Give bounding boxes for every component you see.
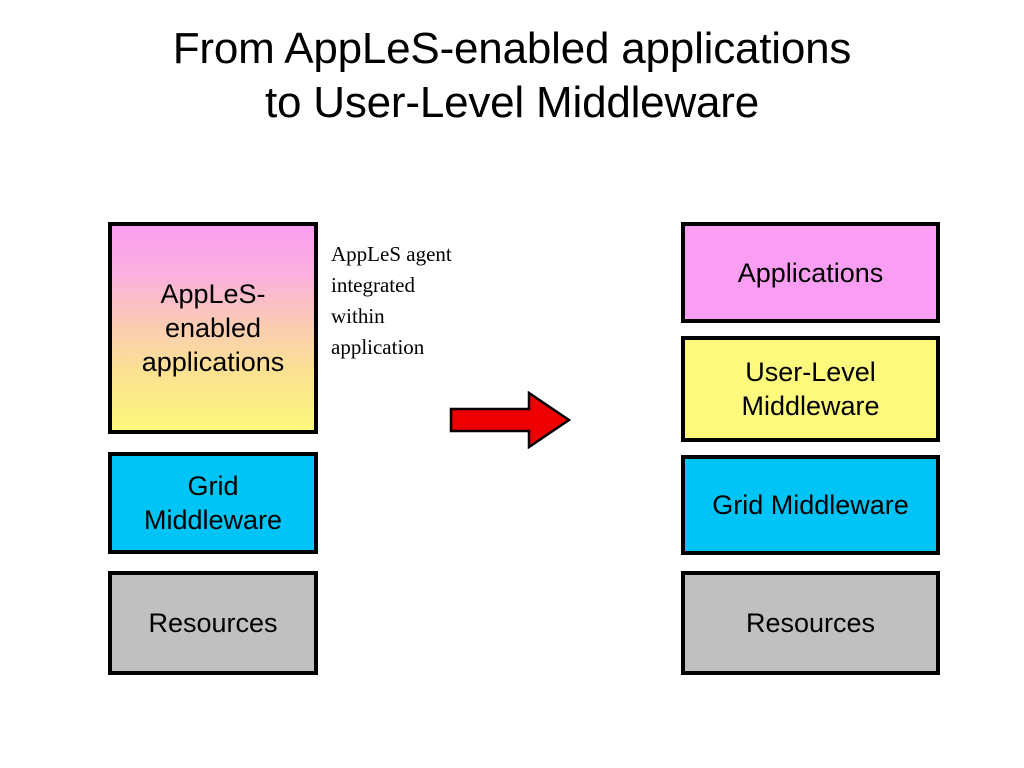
box-label-line-2: enabled bbox=[164, 313, 262, 343]
box-resources-left: Resources bbox=[108, 571, 318, 675]
box-user-level-middleware: User-Level Middleware bbox=[681, 336, 940, 442]
annotation-line-4: application bbox=[331, 335, 425, 359]
box-label-line-1: Grid bbox=[187, 471, 239, 501]
box-label: Grid Middleware bbox=[140, 469, 286, 537]
annotation-apples-agent: AppLeS agent integrated within applicati… bbox=[331, 239, 509, 363]
box-label: Grid Middleware bbox=[712, 490, 909, 520]
box-label-line-2: Middleware bbox=[143, 505, 283, 535]
page-title-line-1: From AppLeS-enabled applications bbox=[172, 24, 852, 73]
box-apples-enabled-applications: AppLeS- enabled applications bbox=[108, 222, 318, 434]
box-applications: Applications bbox=[681, 222, 940, 323]
page-title: From AppLeS-enabled applications to User… bbox=[0, 22, 1024, 130]
box-label-line-2: Middleware bbox=[741, 391, 880, 421]
annotation-line-2: integrated bbox=[331, 273, 415, 297]
box-label: Resources bbox=[745, 608, 876, 638]
box-label: AppLeS- enabled applications bbox=[138, 277, 289, 379]
box-label: Resources bbox=[148, 608, 278, 638]
box-label-line-3: applications bbox=[141, 347, 285, 377]
box-label: Applications bbox=[737, 257, 884, 288]
box-resources-right: Resources bbox=[681, 571, 940, 675]
annotation-line-3: within bbox=[331, 304, 385, 328]
box-label-line-1: User-Level bbox=[745, 357, 876, 387]
box-label: User-Level Middleware bbox=[737, 355, 883, 423]
box-grid-middleware-right: Grid Middleware bbox=[681, 455, 940, 555]
box-label-line-1: AppLeS- bbox=[160, 279, 266, 309]
box-grid-middleware-left: Grid Middleware bbox=[108, 452, 318, 554]
page-title-line-2: to User-Level Middleware bbox=[264, 78, 760, 127]
annotation-line-1: AppLeS agent bbox=[331, 242, 452, 266]
right-arrow-icon bbox=[449, 391, 571, 449]
